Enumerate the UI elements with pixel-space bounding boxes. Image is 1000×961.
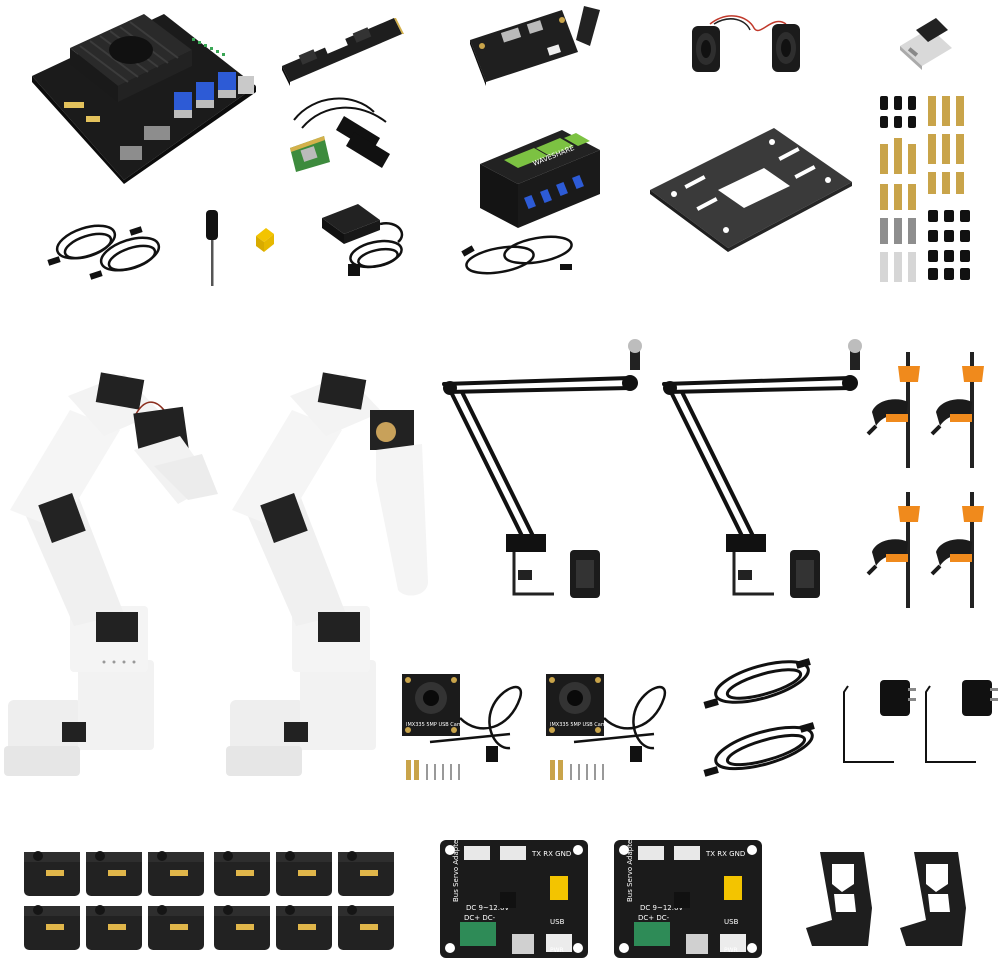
wifi-card-icon xyxy=(284,92,396,172)
leader-arm-icon xyxy=(226,370,446,780)
camera-arm-stand-icon xyxy=(434,338,644,610)
usb-hub-icon: WAVESHARE xyxy=(476,124,604,234)
typec-cable-icon xyxy=(700,652,818,718)
ssd-icon xyxy=(278,14,406,86)
adapter-title-label: Bus Servo Adapter (A) xyxy=(626,824,634,902)
arm-base-bracket-icon xyxy=(802,848,882,952)
quick-clamp-icon xyxy=(930,352,996,470)
servo-driver-board-icon: TX RX GND Bus Servo Adapter (A) DC 9~12.… xyxy=(614,824,762,958)
mount-plate-icon xyxy=(648,124,854,252)
adapter-power-label: DC 9~12.6V xyxy=(640,904,683,912)
quick-clamp-icon xyxy=(866,352,932,470)
jumper-icon xyxy=(254,226,276,254)
usb-dongle-icon xyxy=(896,16,956,72)
wall-adapter-icon xyxy=(920,672,1000,772)
adapter-pwr-label: PWR xyxy=(550,947,564,954)
adapter-usb-label: USB xyxy=(550,918,565,926)
arm-base-bracket-icon xyxy=(896,848,976,952)
standoffs-icon xyxy=(874,94,974,286)
camera-model-label: IMX335 5MP USB Camera (B) xyxy=(406,722,479,728)
jetson-board-icon xyxy=(24,6,260,184)
usb-cables-icon xyxy=(460,226,580,284)
adapter-pins-label: TX RX GND xyxy=(705,850,745,858)
power-adapter-icon xyxy=(318,190,414,280)
typec-cable-icon xyxy=(700,716,824,788)
robot-arm-icon xyxy=(4,370,224,780)
servo-driver-board-icon: TX RX GND Bus Servo Adapter (A) DC 9~12.… xyxy=(440,824,588,958)
expansion-board-icon xyxy=(466,6,606,86)
camera-model-label: IMX335 5MP USB Camera (B) xyxy=(550,722,623,728)
camera-arm-stand-icon xyxy=(654,338,864,610)
quick-clamp-icon xyxy=(930,492,996,610)
adapter-pwr-label: PWR xyxy=(724,947,738,954)
screwdriver-icon xyxy=(200,208,226,290)
speakers-icon xyxy=(688,10,804,76)
wall-adapter-icon xyxy=(838,672,918,772)
usb-cables-icon xyxy=(46,210,170,284)
adapter-usb-label: USB xyxy=(724,918,739,926)
servo-motor-icon xyxy=(24,846,394,958)
quick-clamp-icon xyxy=(866,492,932,610)
usb-camera-icon: IMX335 5MP USB Camera (B) xyxy=(400,668,538,786)
adapter-ports-label: DC+ DC- xyxy=(638,914,670,922)
adapter-ports-label: DC+ DC- xyxy=(464,914,496,922)
adapter-power-label: DC 9~12.6V xyxy=(466,904,509,912)
usb-camera-icon: IMX335 5MP USB Camera (B) xyxy=(544,668,682,786)
adapter-pins-label: TX RX GND xyxy=(531,850,571,858)
adapter-title-label: Bus Servo Adapter (A) xyxy=(452,824,460,902)
